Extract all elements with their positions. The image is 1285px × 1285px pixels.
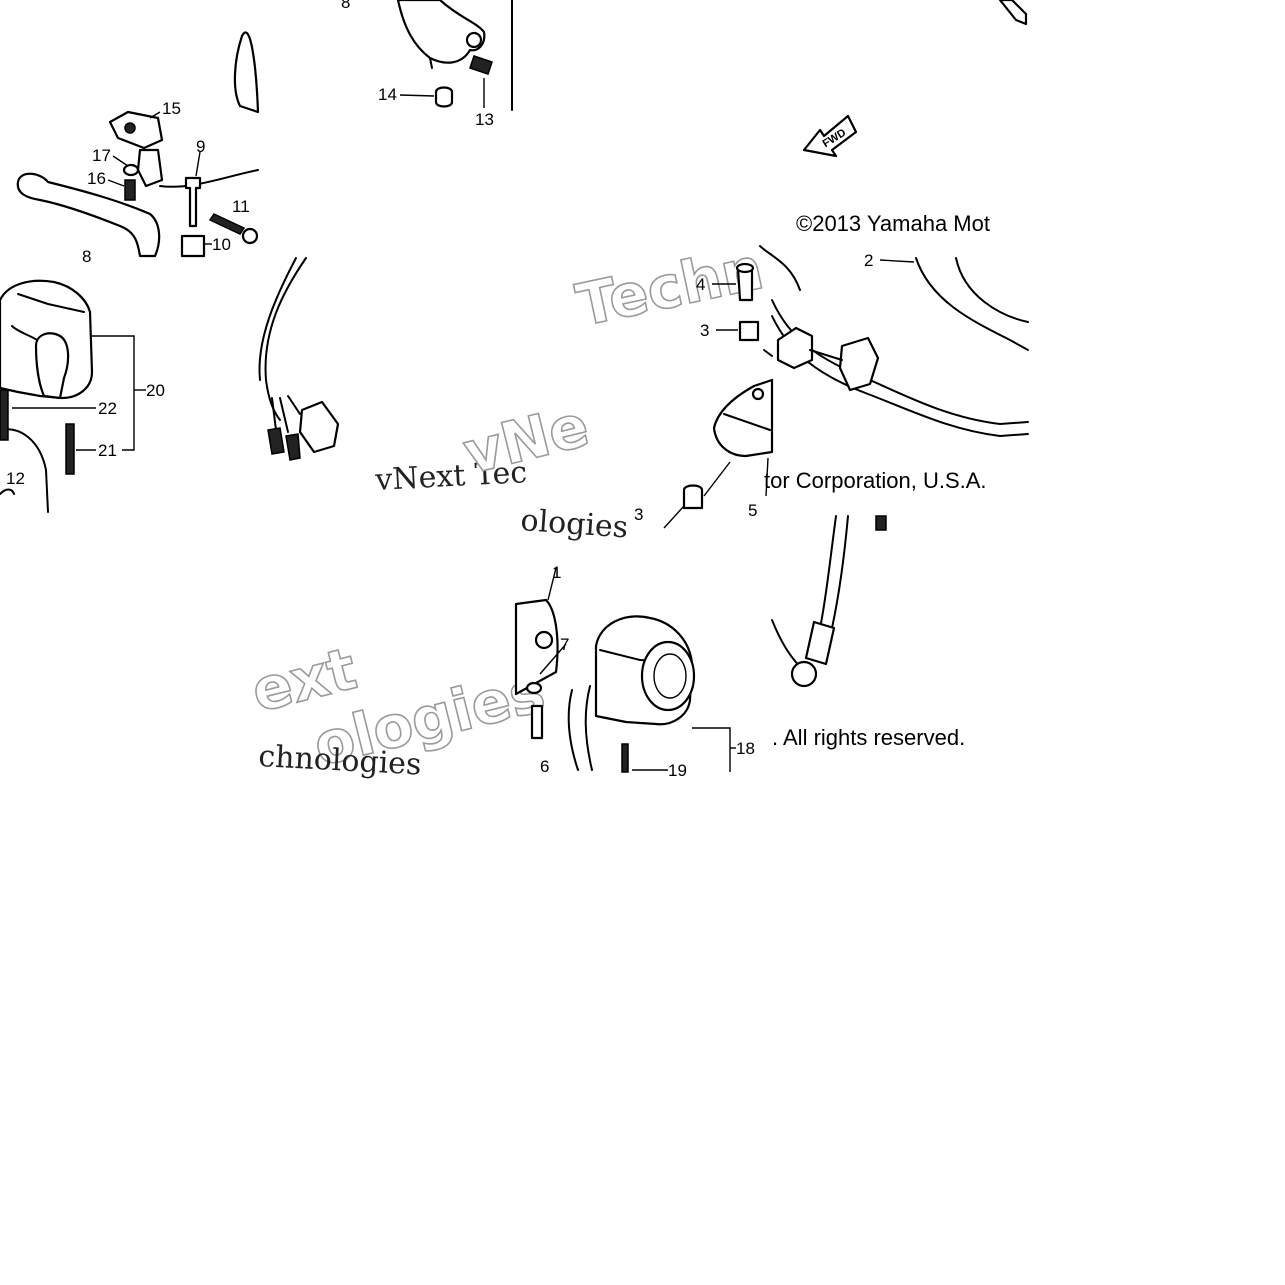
frame-tube-fragment: [998, 0, 1028, 26]
screw-6: [530, 704, 544, 740]
callout-2: 2: [864, 251, 873, 270]
callout-7: 7: [560, 635, 569, 654]
callout-14: 14: [378, 85, 397, 104]
brake-lever: [16, 172, 161, 258]
copyright-line-2: tor Corporation, U.S.A.: [764, 468, 987, 493]
tile-middle-right: 2 tor Corporation, U.S.A.: [764, 251, 1029, 493]
callout-20: 20: [146, 381, 165, 400]
watermark-chnologies: chnologies: [258, 739, 423, 782]
pivot-bolt: [184, 176, 202, 228]
copyright-line-3: . All rights reserved.: [772, 725, 965, 750]
callout-8a: 8: [341, 0, 350, 12]
cap-icon: [434, 86, 454, 108]
spring-icon: [469, 55, 493, 75]
callout-19: 19: [668, 761, 687, 780]
screw-icon: [208, 213, 246, 235]
tile-top-clamp: 14 13 8: [341, 0, 513, 129]
screw-22: [0, 389, 9, 441]
tile-top-left: 15 17 16 9 10 11 8: [16, 31, 260, 266]
callout-18: 18: [736, 739, 755, 758]
collar-3: [738, 320, 760, 342]
bolt-icon: [124, 179, 136, 201]
callout-6: 6: [540, 757, 549, 776]
fwd-arrow-icon: FWD: [802, 114, 858, 158]
callout-12: 12: [6, 469, 25, 488]
tile-bottom-left: ext ologies chnologies: [244, 634, 552, 783]
watermark-vnext: vNext Tec: [374, 455, 528, 498]
watermark-ologies: ologies: [519, 503, 629, 545]
callout-21: 21: [98, 441, 117, 460]
tile-top-right: FWD ©2013 Yamaha Mot: [796, 0, 1028, 236]
callout-5: 5: [748, 501, 757, 520]
tile-middle-left: 20 22 21 12: [0, 279, 165, 513]
lever-bracket: [233, 31, 260, 114]
washer-icon: [122, 163, 140, 177]
collar-3-lower: [682, 484, 704, 510]
callout-16: 16: [87, 169, 106, 188]
screw-21: [65, 423, 75, 475]
callout-22: 22: [98, 399, 117, 418]
callout-8b: 8: [82, 247, 91, 266]
tile-center: Techn ologies 4 3 3 5: [519, 233, 801, 545]
tile-middle-wire: vNext Tec vNe: [258, 257, 596, 498]
tile-bottom-center: 1 7 6 18 19: [514, 563, 755, 780]
throttle-housing-half: [514, 598, 559, 696]
callout-10: 10: [212, 235, 231, 254]
cable-sleeve: [804, 620, 836, 666]
callout-13: 13: [475, 110, 494, 129]
clamp-housing: [396, 0, 486, 64]
callout-1: 1: [552, 563, 561, 582]
callout-3a: 3: [700, 321, 709, 340]
wire-connector: [298, 400, 340, 454]
watermark-vne: vNe: [457, 391, 595, 487]
callout-17: 17: [92, 146, 111, 165]
switch-connector: [136, 148, 164, 188]
harness-connector-b: [838, 336, 880, 392]
callout-11: 11: [232, 197, 250, 216]
sleeve: [180, 234, 206, 258]
brake-switch: [108, 110, 164, 150]
copyright-line-1: ©2013 Yamaha Mot: [796, 211, 990, 236]
tile-bottom-right: . All rights reserved.: [771, 515, 965, 750]
harness-connector-a: [776, 326, 814, 370]
cable-end-icon: [790, 660, 818, 688]
callout-9: 9: [196, 137, 205, 156]
callout-3b: 3: [634, 505, 643, 524]
callout-4: 4: [696, 275, 705, 294]
callout-15: 15: [162, 99, 181, 118]
